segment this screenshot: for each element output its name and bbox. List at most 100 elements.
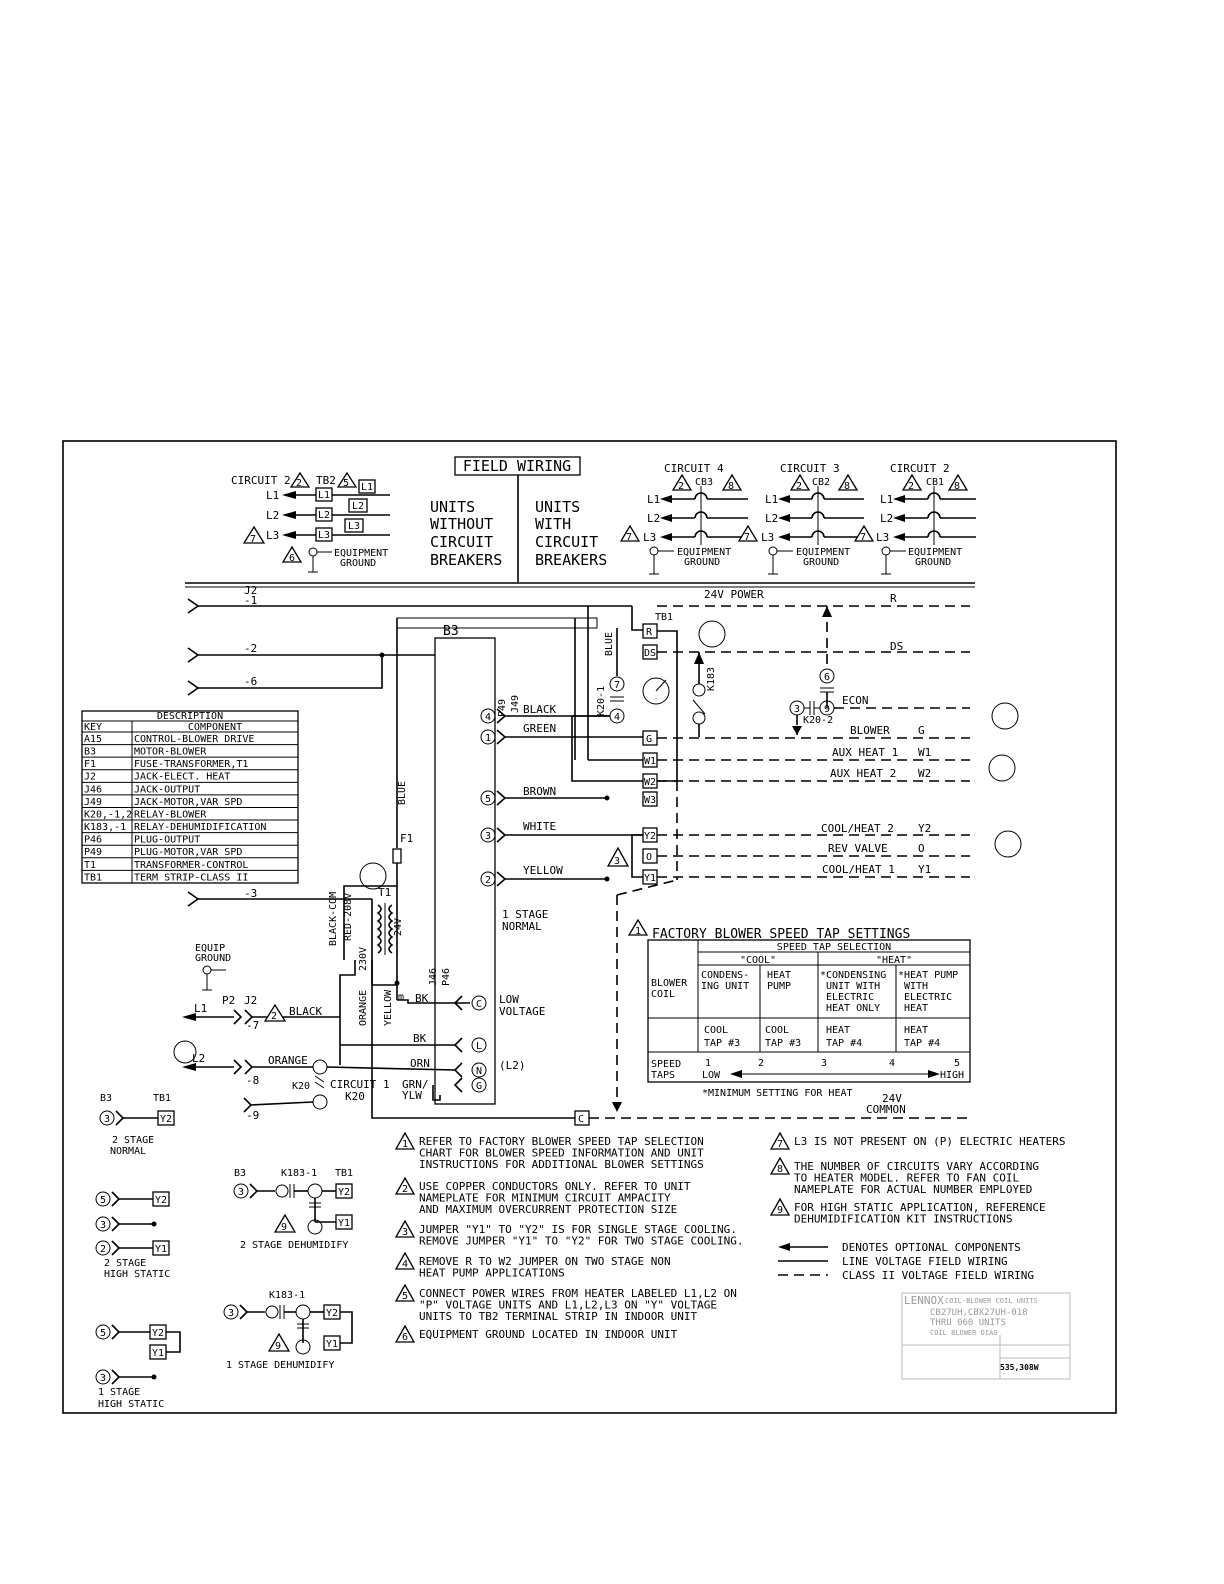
- svg-text:K20-2: K20-2: [803, 715, 833, 726]
- svg-text:PUMP: PUMP: [767, 981, 791, 992]
- svg-text:CIRCUIT 2: CIRCUIT 2: [231, 474, 291, 487]
- svg-text:ECON: ECON: [842, 694, 869, 707]
- svg-text:TAP #4: TAP #4: [826, 1038, 862, 1049]
- desc-key: K20,-1,2: [84, 809, 132, 820]
- svg-text:COOL: COOL: [765, 1025, 789, 1036]
- svg-text:RED-208V: RED-208V: [343, 893, 354, 941]
- desc-component: CONTROL-BLOWER DRIVE: [134, 734, 254, 745]
- svg-text:BK: BK: [415, 992, 429, 1005]
- svg-text:DESCRIPTION: DESCRIPTION: [157, 711, 223, 722]
- svg-text:-2: -2: [244, 642, 257, 655]
- svg-text:1 STAGE DEHUMIDIFY: 1 STAGE DEHUMIDIFY: [226, 1360, 334, 1371]
- desc-component: FUSE-TRANSFORMER,T1: [134, 759, 248, 770]
- svg-text:TAP #3: TAP #3: [765, 1038, 801, 1049]
- note-line: NAMEPLATE FOR MINIMUM CIRCUIT AMPACITY: [419, 1192, 671, 1205]
- transformer-t1: T1 BLACK-COM RED-208V 230V 24V ORANGE YE…: [328, 862, 470, 1065]
- svg-text:COIL-BLOWER COIL UNITS: COIL-BLOWER COIL UNITS: [945, 1297, 1038, 1305]
- svg-text:AUX HEAT 1: AUX HEAT 1: [832, 746, 898, 759]
- svg-text:YELLOW: YELLOW: [523, 864, 563, 877]
- speed-tap-table: 1 FACTORY BLOWER SPEED TAP SETTINGS SPEE…: [627, 918, 971, 1099]
- svg-text:L: L: [476, 1041, 482, 1052]
- note-line: USE COPPER CONDUCTORS ONLY. REFER TO UNI…: [419, 1180, 691, 1193]
- line-power-k20: EQUIP GROUND L1 P2 J2 -7 2 BLACK L2 -8 O…: [173, 943, 456, 1122]
- svg-text:TB2: TB2: [316, 474, 336, 487]
- svg-text:CIRCUIT: CIRCUIT: [535, 533, 598, 551]
- svg-text:BLUE: BLUE: [397, 781, 408, 805]
- desc-key: K183,-1: [84, 822, 126, 833]
- svg-text:Y2: Y2: [338, 1187, 350, 1198]
- svg-text:EQUIPMENT: EQUIPMENT: [796, 547, 850, 558]
- desc-component: TERM STRIP-CLASS II: [134, 872, 248, 883]
- svg-text:J2: J2: [244, 584, 257, 597]
- svg-text:1: 1: [485, 733, 491, 744]
- svg-text:T1: T1: [378, 886, 391, 899]
- note-marker: [394, 1176, 416, 1195]
- svg-text:W1: W1: [918, 746, 931, 759]
- desc-component: RELAY-DEHUMIDIFICATION: [134, 822, 266, 833]
- desc-component: JACK-MOTOR,VAR SPD: [134, 797, 242, 808]
- svg-text:B3: B3: [234, 1168, 246, 1179]
- svg-text:K183-1: K183-1: [281, 1168, 317, 1179]
- svg-text:2: 2: [908, 481, 914, 492]
- svg-text:COOL/HEAT 1: COOL/HEAT 1: [822, 863, 895, 876]
- svg-text:L1: L1: [361, 482, 373, 493]
- desc-key: P49: [84, 847, 102, 858]
- svg-text:R: R: [646, 627, 653, 638]
- svg-text:Y2: Y2: [155, 1195, 167, 1206]
- svg-text:3: 3: [228, 1308, 234, 1319]
- svg-text:COOL/HEAT 2: COOL/HEAT 2: [821, 822, 894, 835]
- svg-text:-8: -8: [246, 1074, 259, 1087]
- svg-text:G: G: [646, 734, 652, 745]
- svg-text:LOW: LOW: [702, 1070, 721, 1081]
- title-block-number: 535,308W: [1000, 1363, 1039, 1372]
- svg-text:GROUND: GROUND: [684, 557, 720, 568]
- svg-text:CIRCUIT 2: CIRCUIT 2: [890, 462, 950, 475]
- svg-text:EQUIPMENT: EQUIPMENT: [334, 548, 388, 559]
- svg-text:NORMAL: NORMAL: [110, 1146, 146, 1157]
- svg-text:9: 9: [281, 1222, 287, 1233]
- note-number: 9: [777, 1205, 783, 1216]
- svg-text:P2: P2: [222, 994, 235, 1007]
- svg-text:4: 4: [614, 712, 620, 723]
- svg-text:HEAT: HEAT: [904, 1025, 928, 1036]
- svg-text:24V POWER: 24V POWER: [704, 588, 764, 601]
- svg-text:ORANGE: ORANGE: [268, 1054, 308, 1067]
- svg-text:BREAKERS: BREAKERS: [430, 551, 502, 569]
- svg-text:COIL BLOWER DIAG: COIL BLOWER DIAG: [930, 1329, 997, 1337]
- svg-text:HIGH: HIGH: [940, 1070, 964, 1081]
- svg-text:K20: K20: [345, 1090, 365, 1103]
- desc-component: MOTOR-BLOWER: [134, 747, 207, 758]
- svg-text:EQUIP: EQUIP: [195, 943, 225, 954]
- svg-text:DENOTES OPTIONAL COMPONENTS: DENOTES OPTIONAL COMPONENTS: [842, 1241, 1021, 1254]
- desc-key: J46: [84, 784, 102, 795]
- svg-text:GROUND: GROUND: [803, 557, 839, 568]
- svg-text:2: 2: [758, 1058, 764, 1069]
- svg-text:L1: L1: [318, 490, 330, 501]
- svg-text:8: 8: [844, 481, 850, 492]
- svg-text:3: 3: [238, 1187, 244, 1198]
- note-line: CONNECT POWER WIRES FROM HEATER LABELED …: [419, 1287, 737, 1300]
- svg-text:Y2: Y2: [326, 1308, 338, 1319]
- svg-text:3: 3: [821, 1058, 827, 1069]
- svg-text:CB1: CB1: [926, 477, 944, 488]
- svg-text:2 STAGE DEHUMIDIFY: 2 STAGE DEHUMIDIFY: [240, 1240, 348, 1251]
- svg-text:TAP #3: TAP #3: [704, 1038, 740, 1049]
- svg-text:HEAT: HEAT: [767, 970, 791, 981]
- svg-text:9: 9: [824, 704, 830, 715]
- svg-text:WHITE: WHITE: [523, 820, 556, 833]
- svg-text:REV VALVE: REV VALVE: [828, 842, 888, 855]
- svg-text:L3: L3: [266, 529, 279, 542]
- p49-pins: 4 BLACK 1 GREEN 5 BROWN 3 WHITE 2 YELLOW…: [480, 703, 643, 933]
- breaker-circuit-2: CIRCUIT 2 2 CB1 8 L1 L2 7 L3 EQUIPMENT G…: [853, 462, 976, 575]
- svg-text:COOL: COOL: [704, 1025, 728, 1036]
- note-line: "P" VOLTAGE UNITS AND L1,L2,L3 ON "Y" VO…: [419, 1299, 717, 1312]
- svg-text:Y1: Y1: [918, 863, 931, 876]
- svg-text:COMPONENT: COMPONENT: [188, 722, 242, 733]
- svg-text:L2: L2: [765, 512, 778, 525]
- svg-text:6: 6: [824, 672, 830, 683]
- svg-text:2: 2: [296, 478, 302, 489]
- svg-text:BK: BK: [413, 1032, 427, 1045]
- svg-text:CIRCUIT 4: CIRCUIT 4: [664, 462, 724, 475]
